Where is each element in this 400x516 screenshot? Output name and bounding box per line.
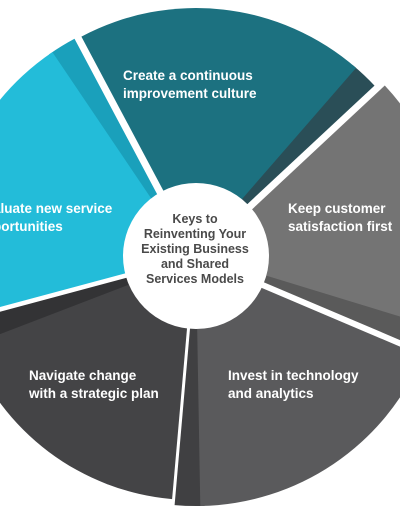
center-circle — [123, 183, 269, 329]
segment-technology-analytics — [196, 260, 400, 506]
segment-label-evaluate-opportunities: aluate new service portunities — [0, 201, 113, 234]
segment-label-continuous-improvement: Create a continuous improvement culture — [123, 68, 257, 101]
segment-navigate-change — [0, 260, 193, 500]
segment-label-customer-satisfaction: Keep customer satisfaction first — [288, 201, 393, 234]
center-title: Keys to Reinventing Your Existing Busine… — [141, 212, 249, 286]
segment-customer-satisfaction-shadow — [202, 256, 400, 341]
segment-continuous-improvement — [81, 8, 357, 252]
segment-label-navigate-change: Navigate change with a strategic plan — [29, 368, 159, 401]
segment-label-technology-analytics: Invest in technology and analytics — [228, 368, 359, 401]
